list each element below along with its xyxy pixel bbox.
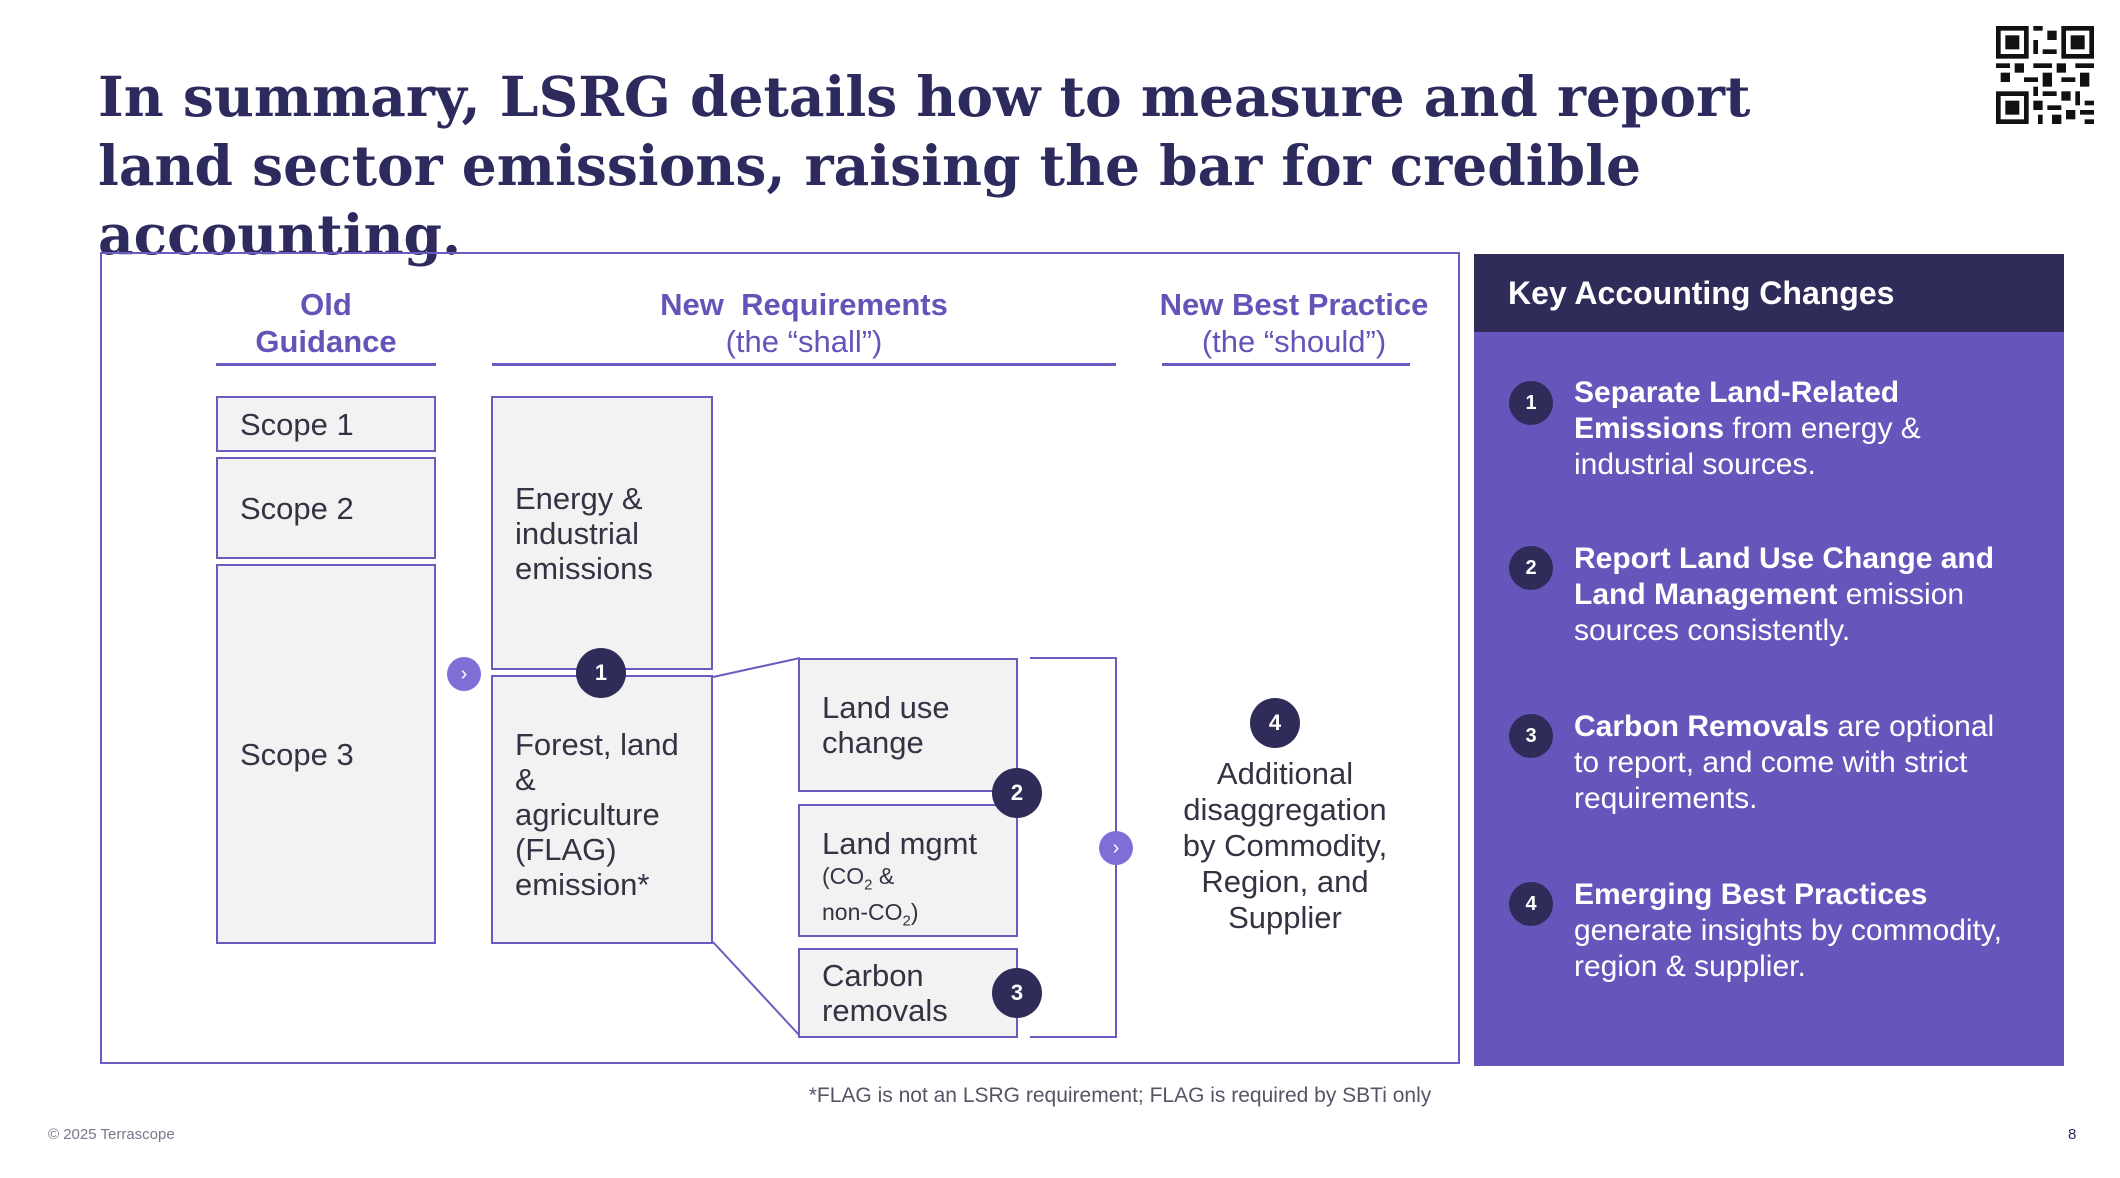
- badge-4: 4: [1250, 698, 1300, 748]
- panel-item-2-text: emission sources consistently.: [1574, 578, 1965, 647]
- land-mgmt-detail-a: (CO: [822, 863, 865, 889]
- column-header-best-practice: New Best Practice (the “should”): [1156, 286, 1432, 360]
- panel-item-4: Emerging Best Practices generate insight…: [1574, 877, 2014, 985]
- column-rule-new-requirements: [492, 363, 1116, 366]
- copyright: © 2025 Terrascope: [48, 1126, 175, 1143]
- land-mgmt-box: Land mgmt (CO2 &non-CO2): [798, 804, 1018, 937]
- carbon-removals-label: Carbon removals: [822, 958, 948, 1028]
- column-header-new-requirements: New Requirements (the “shall”): [492, 286, 1116, 360]
- key-changes-panel: [1474, 254, 2064, 1066]
- badge-3: 3: [992, 968, 1042, 1018]
- footnote: *FLAG is not an LSRG requirement; FLAG i…: [808, 1084, 1432, 1107]
- scope-1-label: Scope 1: [240, 406, 354, 442]
- panel-item-2-bold: Report Land Use Change and Land Manageme…: [1574, 542, 1995, 611]
- panel-item-3: Carbon Removals are optional to report, …: [1574, 709, 2014, 817]
- column-rule-best-practice: [1162, 363, 1410, 366]
- key-changes-title: Key Accounting Changes: [1474, 254, 2064, 332]
- energy-industrial-label: Energy & industrial emissions: [515, 480, 653, 586]
- column-header-new-req-line1: New Requirements: [660, 287, 948, 322]
- panel-badge-3: 3: [1509, 714, 1553, 758]
- panel-item-1-text: from energy & industrial sources.: [1574, 412, 1921, 481]
- column-rule-old: [216, 363, 436, 366]
- column-header-old-line2: Guidance: [255, 324, 397, 359]
- flag-emissions-label: Forest, land & agriculture (FLAG) emissi…: [515, 727, 679, 902]
- panel-item-3-bold: Carbon Removals: [1574, 710, 1830, 743]
- scope-2-label: Scope 2: [240, 490, 354, 526]
- panel-item-4-text: generate insights by commodity, region &…: [1574, 914, 2002, 983]
- land-use-change-label: Land use change: [822, 690, 950, 760]
- page-number: 8: [2068, 1126, 2077, 1143]
- panel-item-1-bold: Separate Land-Related Emissions: [1574, 376, 1900, 445]
- column-header-old-line1: Old: [300, 287, 352, 322]
- land-mgmt-detail: (CO2 &non-CO2): [822, 863, 1016, 934]
- energy-industrial-box: Energy & industrial emissions: [491, 396, 713, 670]
- best-practice-text: Additional disaggregation by Commodity, …: [1182, 756, 1388, 935]
- diagram-frame: [100, 252, 1460, 1064]
- land-mgmt-label: Land mgmt: [822, 826, 978, 861]
- column-header-old-guidance: Old Guidance: [216, 286, 436, 360]
- column-header-new-req-line2: (the “shall”): [725, 324, 883, 359]
- land-mgmt-detail-sub-b: 2: [902, 912, 911, 930]
- chevron-right-icon: ›: [447, 657, 481, 691]
- land-mgmt-detail-sub-a: 2: [864, 876, 873, 894]
- panel-item-2: Report Land Use Change and Land Manageme…: [1574, 541, 2014, 649]
- panel-item-1: Separate Land-Related Emissions from ene…: [1574, 375, 2014, 483]
- panel-badge-1: 1: [1509, 381, 1553, 425]
- land-mgmt-detail-c: non-CO: [822, 898, 903, 925]
- badge-2: 2: [992, 768, 1042, 818]
- panel-item-4-bold: Emerging Best Practices: [1574, 878, 1928, 911]
- column-header-best-line1: New Best Practice: [1159, 287, 1429, 322]
- land-mgmt-detail-d: ): [910, 898, 919, 925]
- land-mgmt-detail-b: &: [872, 863, 895, 889]
- panel-badge-2: 2: [1509, 546, 1553, 590]
- land-use-change-box: Land use change: [798, 658, 1018, 792]
- panel-badge-4: 4: [1509, 882, 1553, 926]
- scope-3-label: Scope 3: [240, 736, 354, 772]
- qr-code-icon: [1996, 26, 2094, 124]
- badge-1: 1: [576, 648, 626, 698]
- flag-emissions-box: Forest, land & agriculture (FLAG) emissi…: [491, 675, 713, 944]
- scope-1-box: Scope 1: [216, 396, 436, 452]
- chevron-right-icon: ›: [1099, 831, 1133, 865]
- scope-3-box: Scope 3: [216, 564, 436, 944]
- carbon-removals-box: Carbon removals: [798, 948, 1018, 1038]
- page-title: In summary, LSRG details how to measure …: [98, 64, 1751, 267]
- scope-2-box: Scope 2: [216, 457, 436, 559]
- panel-item-3-text: are optional to report, and come with st…: [1574, 710, 1995, 815]
- column-header-best-line2: (the “should”): [1201, 324, 1387, 359]
